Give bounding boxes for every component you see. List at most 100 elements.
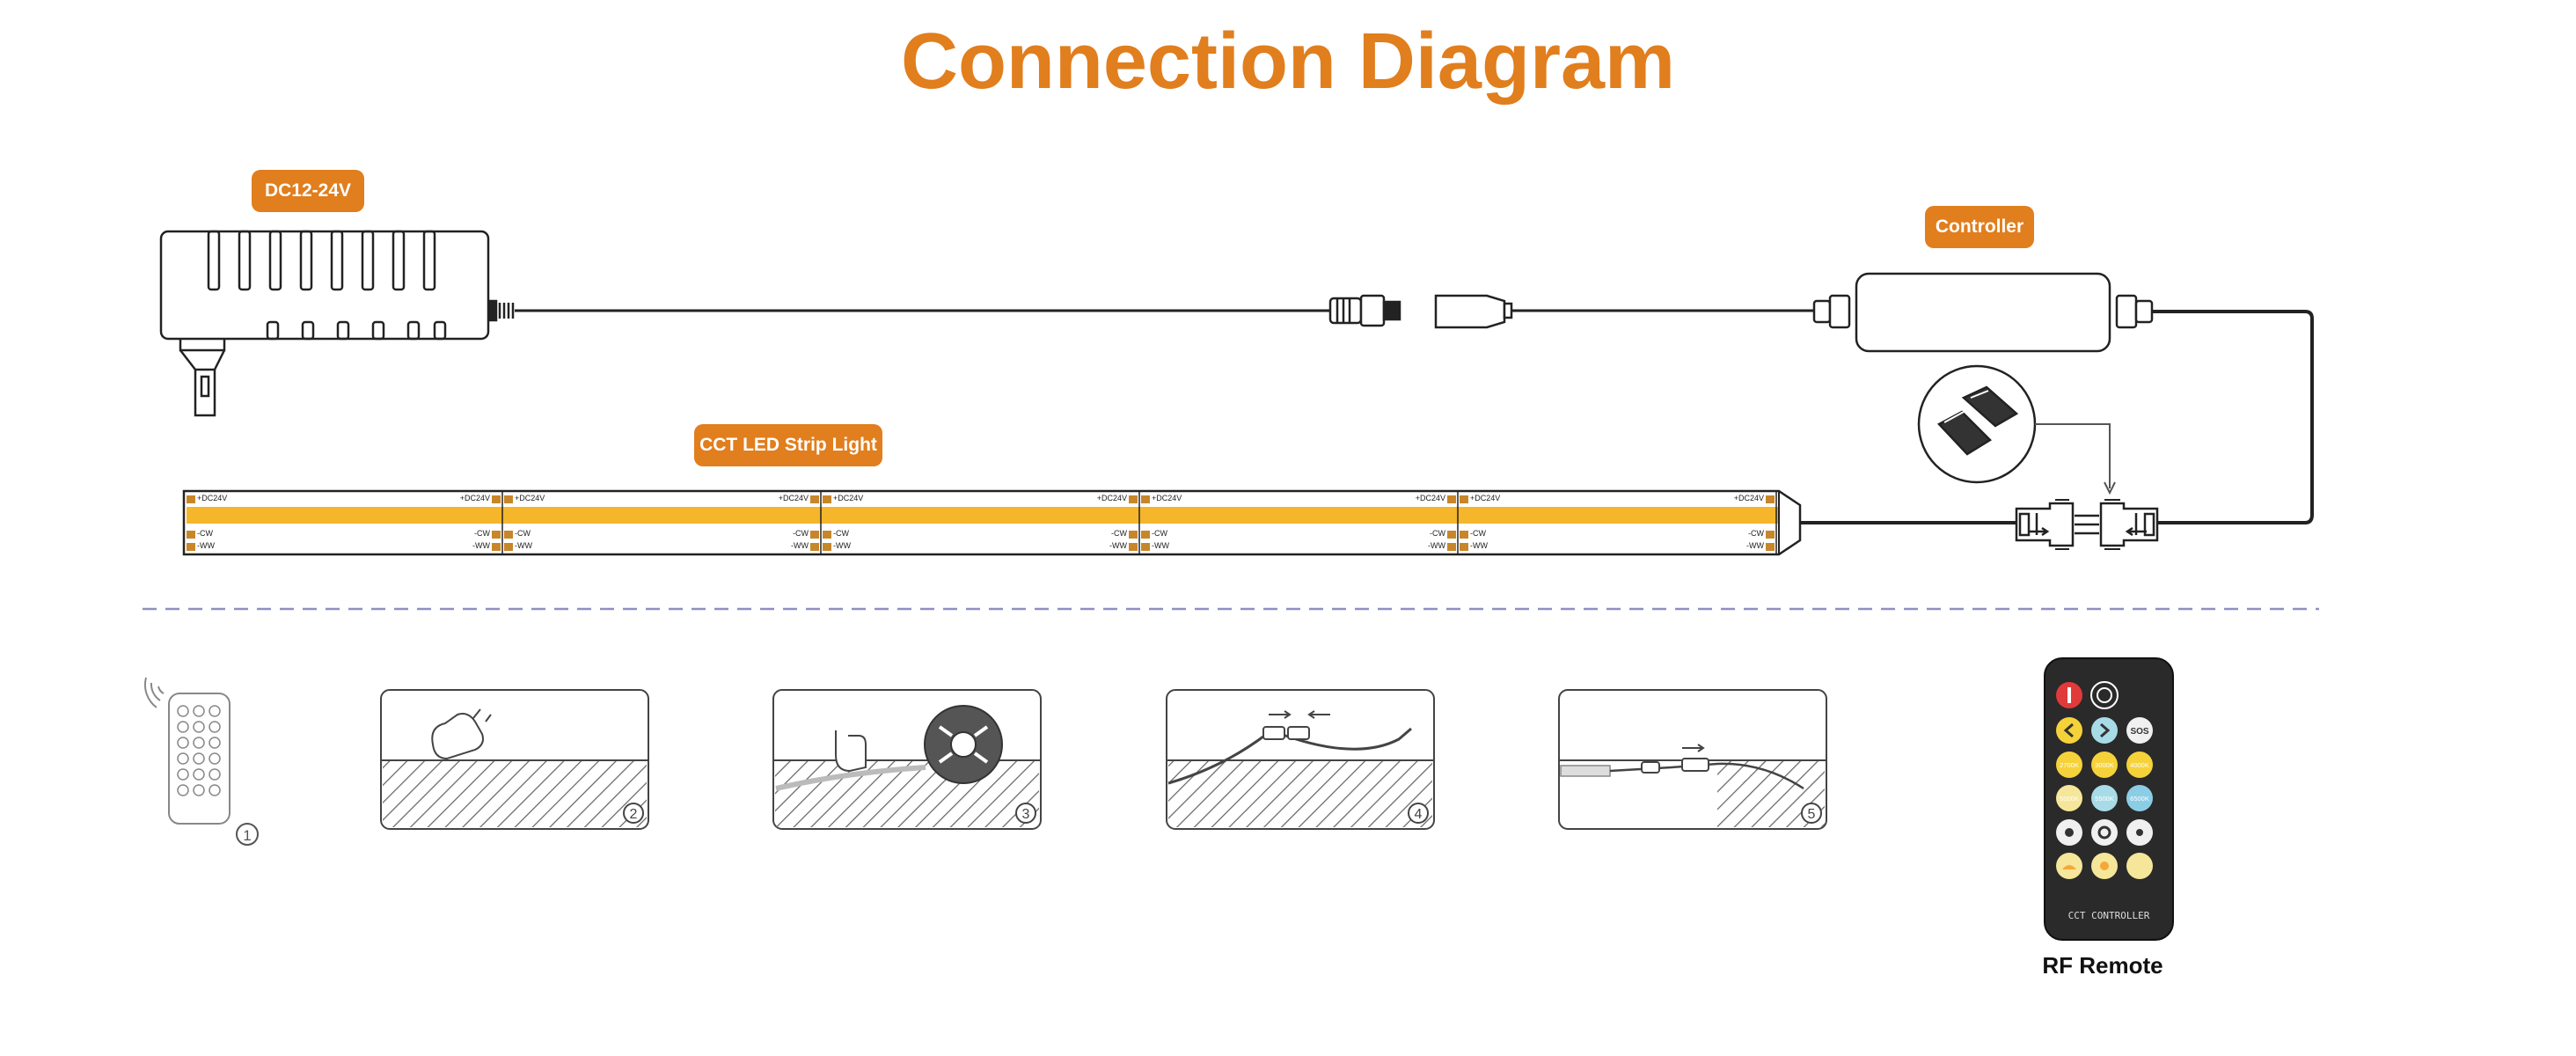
4000k-button: [2126, 752, 2153, 778]
pad-label-cw: -CW: [1470, 529, 1486, 538]
step-2-panel: 2: [380, 689, 649, 830]
solder-pad: [187, 495, 195, 503]
step-1-remote: [143, 677, 231, 825]
sos-button: [2126, 717, 2153, 744]
pad-label-ww: -WW: [197, 541, 215, 550]
solder-pad: [492, 495, 501, 503]
pad-label-ww: -WW: [1746, 541, 1764, 550]
step-4-panel: 4: [1166, 689, 1435, 830]
solder-pad: [504, 531, 513, 539]
mini-remote-button: [177, 784, 189, 796]
2700k-button: [2056, 752, 2082, 778]
pad-label-cw: -CW: [474, 529, 490, 538]
solder-pad: [810, 495, 819, 503]
connector-detail-magnifier: [1917, 364, 2116, 495]
led-strip: +DC24V -CW -WW +DC24V -CW -WW +DC24V -CW -WW +DC2…: [182, 489, 1802, 556]
off-icon: [2090, 681, 2119, 709]
step-3-number: 3: [1022, 807, 1030, 822]
6500k-button: [2126, 785, 2153, 811]
5000k-button: [2056, 785, 2082, 811]
solder-pad: [1766, 543, 1775, 551]
solder-pad: [810, 531, 819, 539]
solder-pad: [823, 543, 831, 551]
pad-label-ww: -WW: [1152, 541, 1169, 550]
adapter-vents: [207, 230, 447, 341]
led-strip-label: CCT LED Strip Light: [694, 424, 882, 466]
solder-pad: [1460, 543, 1468, 551]
adapter-dc-plug: [487, 299, 515, 322]
mini-remote-button: [193, 784, 205, 796]
pad-label-ww: -WW: [833, 541, 851, 550]
pad-label-dc: +DC24V: [197, 494, 227, 502]
solder-pad: [187, 531, 195, 539]
solder-pad: [1141, 531, 1150, 539]
solder-pad: [187, 543, 195, 551]
step-3-panel: 3: [772, 689, 1042, 830]
remote-footer-label: CCT CONTROLLER: [2068, 910, 2150, 921]
pad-label-dc: +DC24V: [1152, 494, 1182, 502]
solder-pad: [1141, 543, 1150, 551]
solder-pad: [823, 495, 831, 503]
page-title: Connection Diagram: [900, 18, 1676, 106]
step-4-number: 4: [1415, 807, 1423, 822]
pad-label-ww: -WW: [791, 541, 809, 550]
pad-label-cw: -CW: [1430, 529, 1445, 538]
solder-pad: [1129, 495, 1138, 503]
pad-label-ww: -WW: [1470, 541, 1488, 550]
step-1-number: 1: [243, 827, 251, 844]
solder-pad: [1129, 543, 1138, 551]
mini-remote-button: [209, 752, 221, 765]
5500k-label: 5500K: [2095, 795, 2114, 803]
mini-remote-button: [209, 737, 221, 749]
mini-remote-button: [209, 784, 221, 796]
power-supply-label: DC12-24V: [252, 170, 364, 212]
solder-pad: [492, 531, 501, 539]
brightness-up-icon: [2091, 717, 2118, 744]
rf-remote: SOS 2700K 3000K 4000K 5000K 5500K 6500K: [2044, 657, 2174, 941]
controller-label: Controller: [1925, 206, 2034, 248]
solder-pad: [492, 543, 501, 551]
2700k-label: 2700K: [2060, 761, 2079, 769]
pad-label-cw: -CW: [793, 529, 809, 538]
pad-label-dc: +DC24V: [515, 494, 545, 502]
solder-pad: [823, 531, 831, 539]
moon-icon: [2126, 853, 2153, 879]
mini-remote-button: [177, 768, 189, 781]
pad-label-cw: -CW: [197, 529, 213, 538]
3000k-label: 3000K: [2095, 761, 2114, 769]
controller-unit: [1812, 272, 2154, 353]
solder-pad: [1447, 531, 1456, 539]
pad-label-dc: +DC24V: [1734, 494, 1764, 502]
controller-output-cable: [2152, 310, 2314, 524]
solder-pad: [1129, 531, 1138, 539]
pad-label-dc: +DC24V: [460, 494, 490, 502]
solder-pad: [1766, 531, 1775, 539]
pad-label-dc: +DC24V: [1416, 494, 1445, 502]
4000k-label: 4000K: [2130, 761, 2149, 769]
pad-label-cw: -CW: [1111, 529, 1127, 538]
step-1-badge: 1: [236, 823, 259, 846]
pad-label-ww: -WW: [1109, 541, 1127, 550]
mini-remote-button: [193, 705, 205, 717]
mini-remote-button: [193, 737, 205, 749]
mini-remote-button: [209, 705, 221, 717]
mini-remote-button: [177, 705, 189, 717]
solder-pad: [1447, 543, 1456, 551]
power-adapter: [159, 230, 490, 417]
pad-label-dc: +DC24V: [779, 494, 809, 502]
led-cob-band: [187, 507, 1779, 524]
pad-label-dc: +DC24V: [1097, 494, 1127, 502]
sos-label: SOS: [2130, 727, 2148, 737]
mini-remote-button: [209, 721, 221, 733]
solder-pad: [504, 495, 513, 503]
5000k-label: 5000K: [2060, 795, 2079, 803]
solder-pad: [504, 543, 513, 551]
mini-remote-button: [193, 768, 205, 781]
pad-label-cw: -CW: [833, 529, 849, 538]
solder-pad: [810, 543, 819, 551]
pad-label-dc: +DC24V: [833, 494, 863, 502]
mini-remote-button: [177, 737, 189, 749]
mini-remote-button: [209, 768, 221, 781]
pad-label-ww: -WW: [1428, 541, 1445, 550]
